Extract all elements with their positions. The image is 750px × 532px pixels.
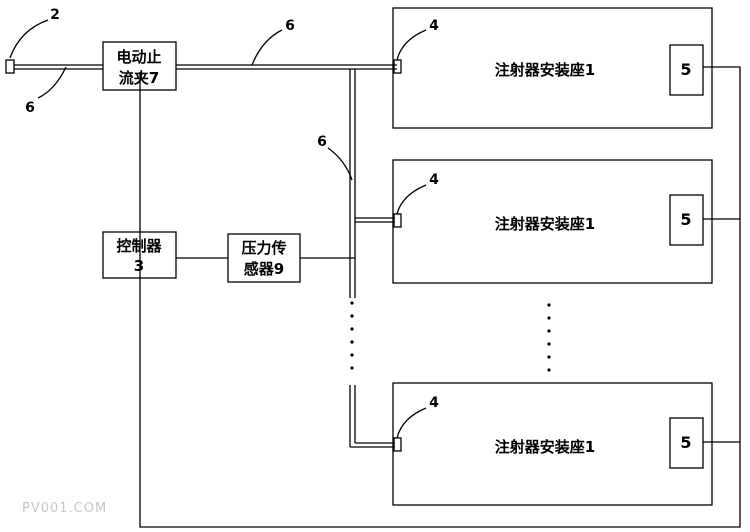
mount-3-label: 注射器安装座1 bbox=[495, 438, 595, 456]
part-2-box bbox=[5, 59, 15, 74]
signal-bus-line bbox=[139, 66, 741, 528]
sub-box-3-label: 5 bbox=[680, 433, 691, 452]
sensor-label-1: 压力传 bbox=[241, 239, 286, 257]
callout-4-3: 4 bbox=[429, 395, 439, 411]
leader-4-1 bbox=[396, 29, 427, 61]
controller-label-2: 3 bbox=[134, 257, 144, 275]
syringe-mount-1 bbox=[392, 7, 713, 129]
sub-box-1-label: 5 bbox=[680, 60, 691, 79]
controller-box bbox=[102, 231, 177, 279]
callout-4-1: 4 bbox=[429, 18, 439, 34]
callout-6-mid: 6 bbox=[317, 134, 327, 150]
clamp-label-1: 电动止 bbox=[116, 48, 161, 66]
syringe-mount-3 bbox=[392, 382, 713, 506]
sensor-label-2: 感器9 bbox=[244, 260, 284, 278]
syringe-mount-2 bbox=[392, 159, 713, 284]
leader-6-left bbox=[37, 66, 67, 99]
ellipsis-dots-right bbox=[547, 303, 551, 372]
callout-6-left: 6 bbox=[25, 100, 35, 116]
clamp-label-2: 流夹7 bbox=[119, 69, 159, 87]
leader-2 bbox=[9, 19, 49, 59]
inlet-1 bbox=[393, 59, 402, 74]
sub-box-1 bbox=[669, 44, 704, 96]
watermark: PV001.COM bbox=[22, 501, 107, 516]
sub-box-2 bbox=[669, 194, 704, 246]
inlet-2 bbox=[393, 213, 402, 228]
clamp-box bbox=[102, 41, 177, 91]
inlet-3 bbox=[393, 437, 402, 452]
leader-6-top bbox=[251, 29, 283, 66]
leader-4-2 bbox=[396, 184, 427, 215]
mount-2-label: 注射器安装座1 bbox=[495, 215, 595, 233]
callout-2: 2 bbox=[50, 7, 60, 23]
callout-4-2: 4 bbox=[429, 172, 439, 188]
callout-6-top: 6 bbox=[285, 18, 295, 34]
leader-6-mid bbox=[327, 147, 353, 181]
mount-1-label: 注射器安装座1 bbox=[495, 61, 595, 79]
sensor-box bbox=[227, 233, 301, 283]
sub-box-3 bbox=[669, 417, 704, 469]
sub-box-2-label: 5 bbox=[680, 210, 691, 229]
controller-label-1: 控制器 bbox=[116, 237, 162, 255]
leader-4-3 bbox=[396, 407, 427, 439]
ellipsis-dots-left bbox=[350, 301, 354, 370]
